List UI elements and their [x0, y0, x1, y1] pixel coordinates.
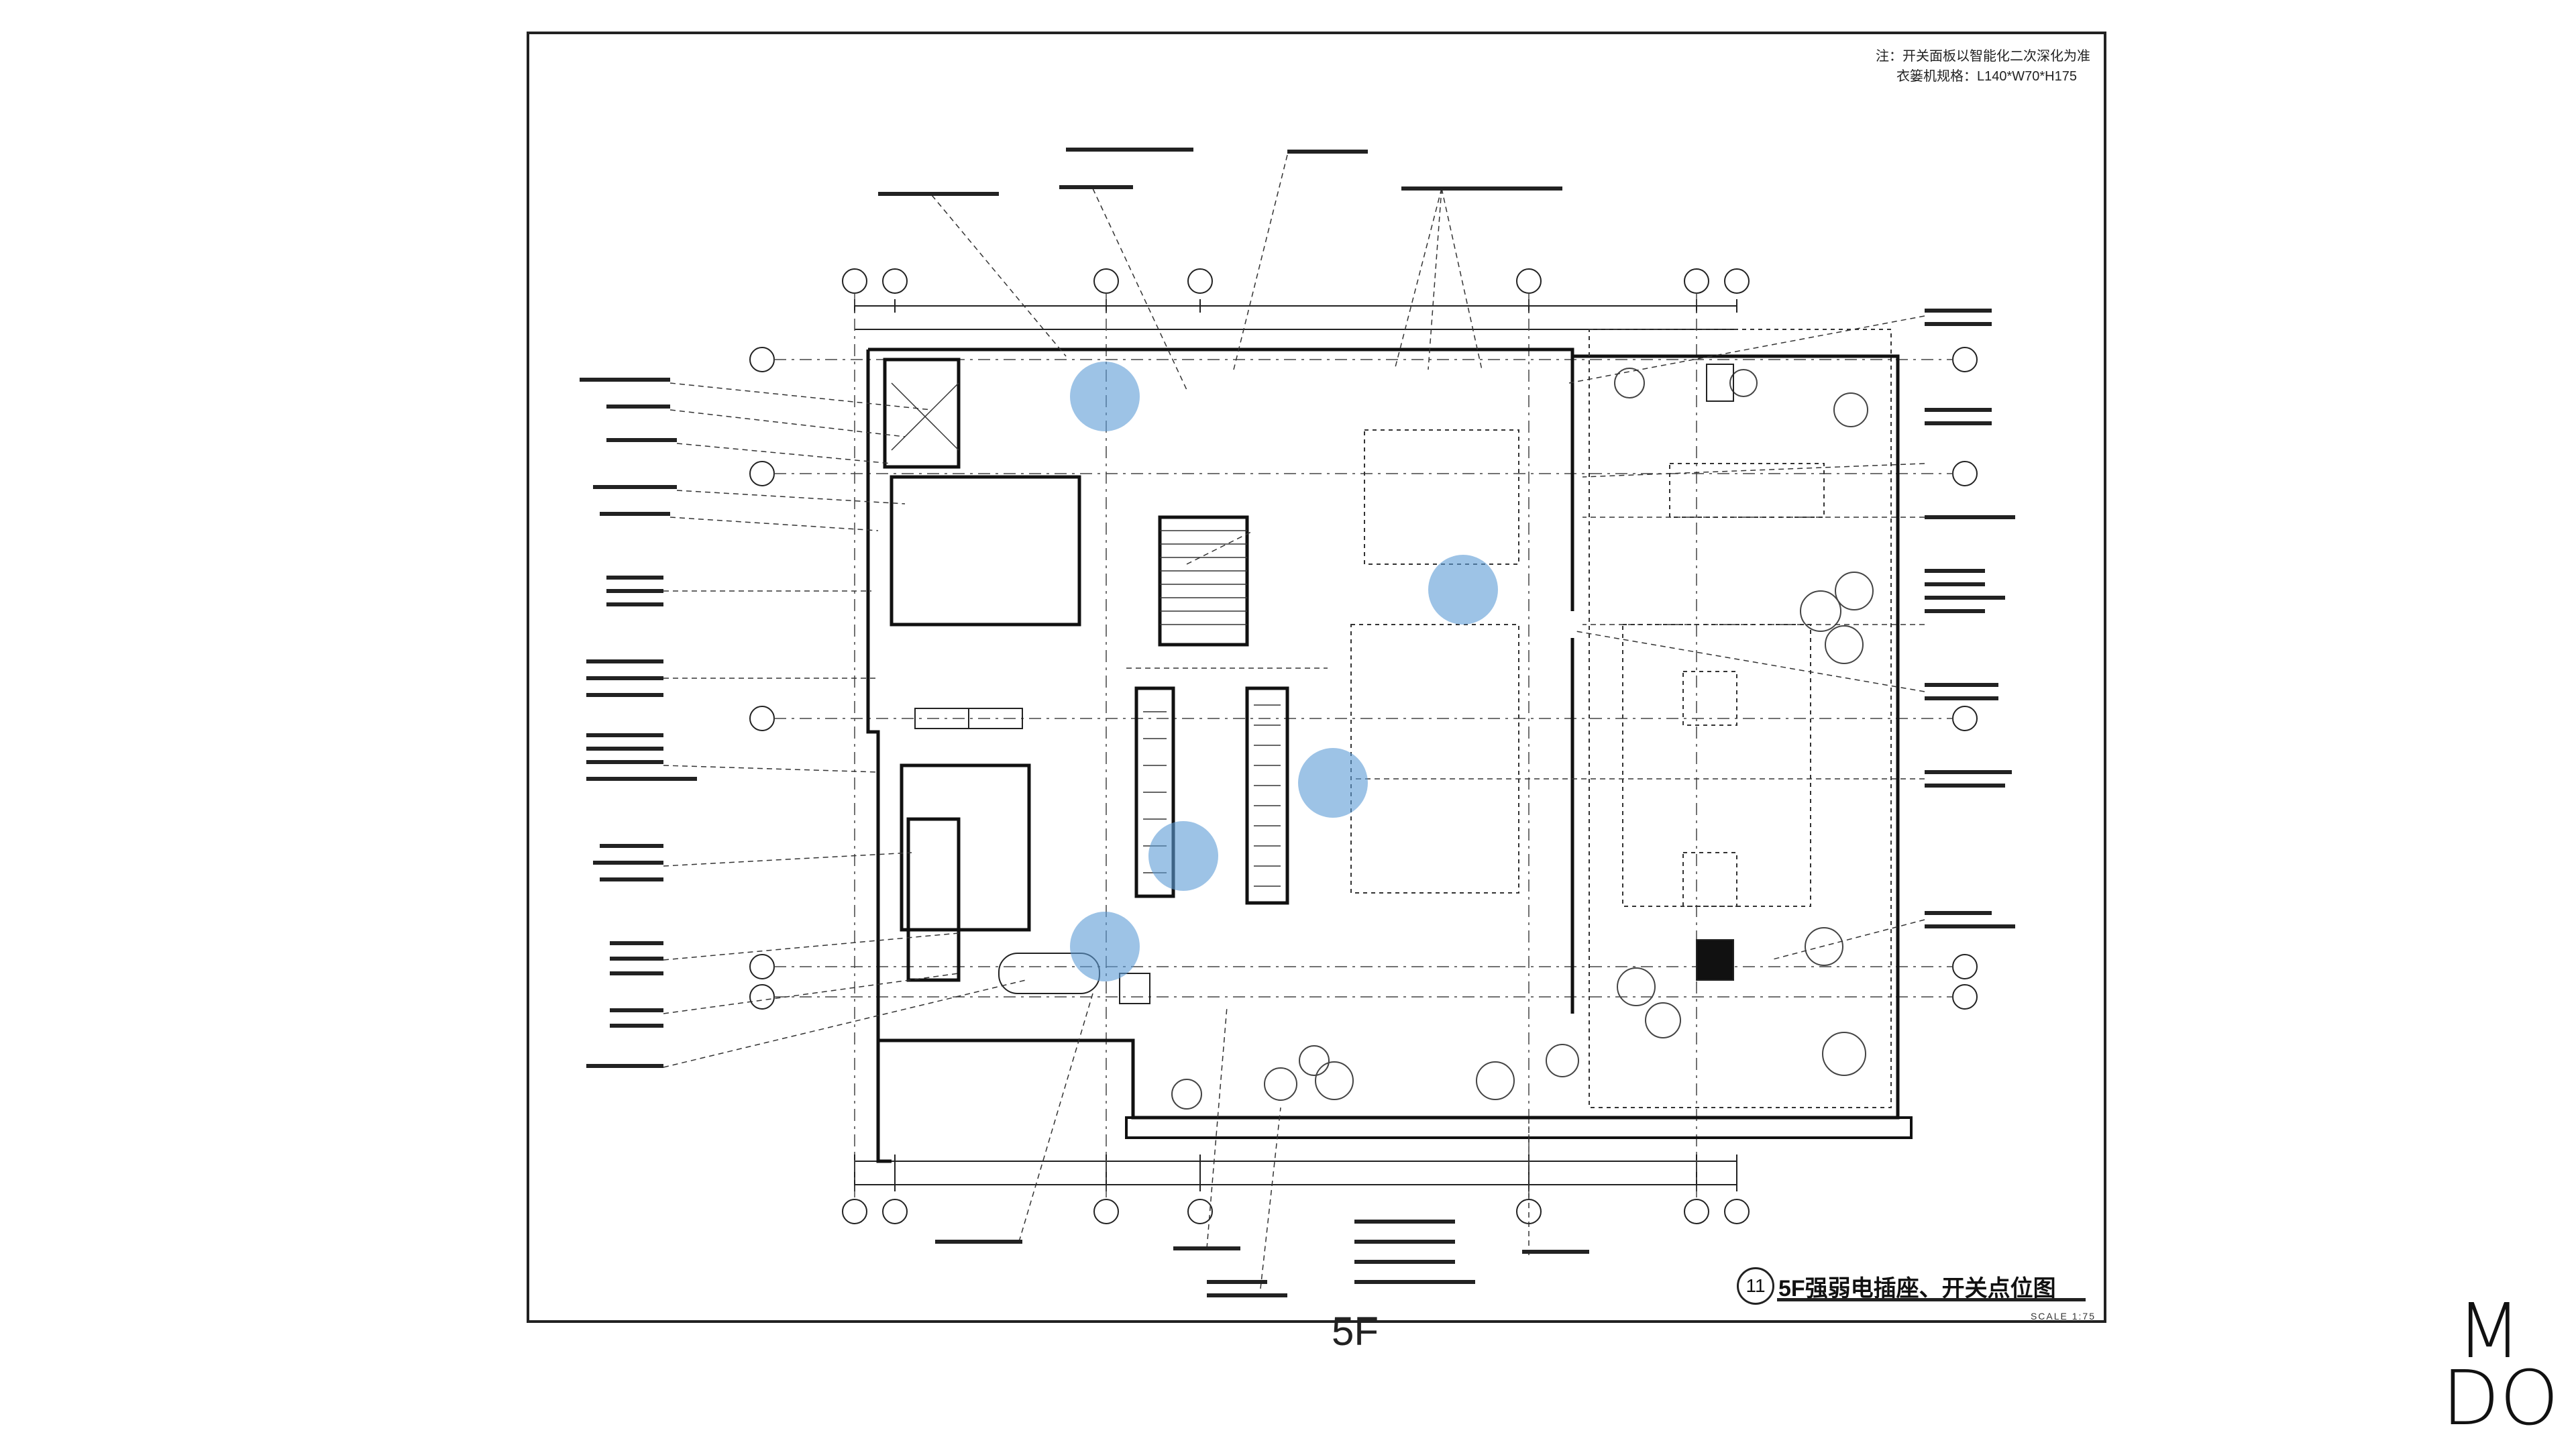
top-dimension-line	[854, 299, 1737, 330]
general-note: 注：开关面板以智能化二次深化为准	[1876, 49, 2090, 64]
fixtures	[914, 364, 1734, 1004]
highlight-markers	[1070, 362, 1498, 981]
drawing-title: 5F强弱电插座、开关点位图	[1778, 1276, 2056, 1301]
logo-line-2: DO	[2442, 1355, 2559, 1442]
building-walls	[866, 347, 1900, 1163]
stairs	[891, 382, 1281, 887]
landscape-trees	[1171, 368, 1874, 1110]
axis-bubbles-right	[1952, 347, 1978, 1010]
floor-plan	[580, 148, 2015, 1297]
bottom-dimension-line	[854, 1155, 1737, 1191]
title-block: 11 5F强弱电插座、开关点位图	[1737, 1267, 2086, 1306]
floor-label: 5F	[1332, 1309, 1379, 1354]
axis-bubbles-bottom	[842, 1199, 1750, 1224]
terrace-parapet	[1125, 1116, 1913, 1139]
drawing-number: 11	[1737, 1267, 1774, 1305]
title-underline	[1777, 1298, 2086, 1301]
axis-bubbles-top	[842, 268, 1750, 294]
annotation-leaders	[663, 154, 1925, 1289]
equipment-spec-note: 衣篓机规格：L140*W70*H175	[1896, 69, 2077, 84]
logo-line-1: M	[2457, 1288, 2522, 1375]
drawing-scale: SCALE 1:75	[2030, 1311, 2096, 1322]
mdo-logo: M DO	[2442, 1288, 2559, 1442]
grid-axes	[774, 293, 1953, 1199]
annotation-text-marks	[580, 148, 2015, 1297]
axis-bubbles-left	[749, 347, 775, 1010]
drawing-sheet: 注：开关面板以智能化二次深化为准 衣篓机规格：L140*W70*H175	[527, 32, 2106, 1323]
